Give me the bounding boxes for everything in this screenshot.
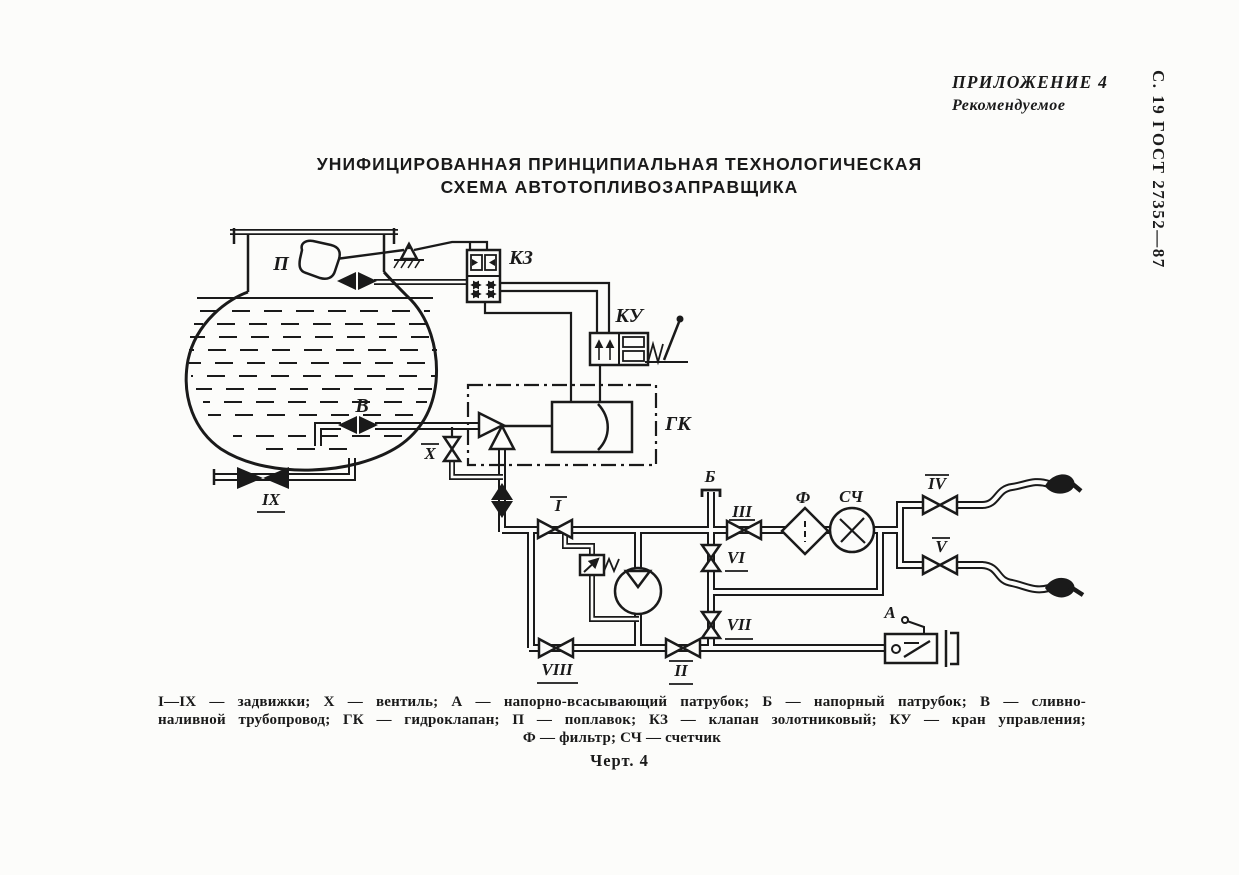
valve-II xyxy=(664,636,702,660)
control-crane-ku xyxy=(588,315,688,367)
page-title: УНИФИЦИРОВАННАЯ ПРИНЦИПИАЛЬНАЯ ТЕХНОЛОГИ… xyxy=(0,153,1239,199)
nozzle-top-tip xyxy=(1067,479,1083,493)
port-lever xyxy=(906,620,925,634)
label-port-a: А xyxy=(883,603,895,622)
hydro-valve-box-gk xyxy=(466,383,658,467)
check-valve-icon xyxy=(487,423,517,451)
label-valve-vi: VI xyxy=(727,548,746,567)
label-valve-ii: II xyxy=(673,661,689,680)
tank xyxy=(184,228,439,472)
liquid-level xyxy=(189,296,437,451)
port-cap-bracket xyxy=(950,631,960,666)
dispensing-nozzles xyxy=(1045,474,1085,598)
vent-valve-x xyxy=(441,435,463,463)
pressure-port-b xyxy=(700,488,722,497)
appendix-block: ПРИЛОЖЕНИЕ 4 Рекомендуемое xyxy=(952,72,1152,115)
valve-VI xyxy=(699,543,723,573)
pivot-pin-icon xyxy=(406,244,412,250)
float-lever xyxy=(335,248,405,261)
flow-arrow-icon xyxy=(337,272,356,290)
filter-f xyxy=(780,506,830,556)
legend-line1: I—IX — задвижки; Х — вентиль; А — напорн… xyxy=(158,694,1086,710)
check-valve-icon xyxy=(477,410,506,440)
gate-valves xyxy=(536,493,959,660)
pump-triangle-icon xyxy=(623,569,653,590)
label-drain-fill: В xyxy=(354,395,368,417)
flow-arrow-icon xyxy=(359,416,378,434)
nozzle-bottom-tip xyxy=(1067,584,1085,597)
suction-port-a xyxy=(883,616,960,667)
tank-body xyxy=(184,271,439,472)
lever-handle-icon xyxy=(662,321,681,361)
label-counter: СЧ xyxy=(839,487,864,506)
flow-arrow-icon xyxy=(358,272,377,290)
label-kz: КЗ xyxy=(508,247,533,269)
label-gk: ГК xyxy=(664,413,692,435)
flow-arrow-icon xyxy=(338,416,357,434)
label-valve-vii: VII xyxy=(727,615,753,634)
process-schematic: П В X IX КЗ КУ ГК Б I III Ф СЧ IV V VI V… xyxy=(184,228,1085,685)
nozzle-bottom-icon xyxy=(1045,577,1075,598)
port-lever-knob-icon xyxy=(901,616,909,624)
figure-caption: Черт. 4 xyxy=(590,751,649,770)
tank-drain-valve-ix xyxy=(212,467,289,489)
spring-icon xyxy=(647,340,664,366)
label-valve-viii: VIII xyxy=(541,660,574,679)
gk-boundary xyxy=(466,383,658,467)
page-title-line1: УНИФИЦИРОВАННАЯ ПРИНЦИПИАЛЬНАЯ ТЕХНОЛОГИ… xyxy=(316,154,923,174)
label-valve-i: I xyxy=(554,496,563,515)
float xyxy=(298,239,341,280)
label-port-b: Б xyxy=(704,467,716,486)
page-title-line2: СХЕМА АВТОТОПЛИВОЗАПРАВЩИКА xyxy=(440,177,799,197)
float-mechanism xyxy=(298,239,489,280)
flow-arrow-icon xyxy=(491,483,513,500)
valve-VII xyxy=(699,610,723,640)
spool-valve-kz xyxy=(465,248,502,304)
control-lines xyxy=(450,281,611,438)
lever-knob-icon xyxy=(676,315,684,323)
valve-III xyxy=(725,518,763,542)
appendix-title: ПРИЛОЖЕНИЕ 4 xyxy=(952,72,1109,92)
label-valve-iv: IV xyxy=(927,474,948,493)
valve-V xyxy=(921,553,959,577)
flow-counter-sch xyxy=(828,506,876,554)
pump-unit xyxy=(578,553,663,616)
label-float: П xyxy=(272,253,290,275)
label-valve-iii: III xyxy=(731,502,753,521)
label-filter: Ф xyxy=(796,488,811,507)
valve-IV xyxy=(921,493,959,517)
figure-legend: I—IX — задвижки; Х — вентиль; А — напорн… xyxy=(158,694,1086,748)
relief-arrow-icon xyxy=(583,557,600,573)
label-valve-v: V xyxy=(935,537,948,556)
flow-arrow-icon xyxy=(491,501,513,518)
legend-line2: наливной трубопровод; ГК — гидроклапан; … xyxy=(158,711,1086,728)
pump xyxy=(613,566,663,616)
label-valve-ix: IX xyxy=(261,490,281,509)
appendix-subtitle: Рекомендуемое xyxy=(952,97,1066,114)
flow-arrows xyxy=(337,272,513,518)
pivot-hatching xyxy=(393,259,421,269)
label-ku: КУ xyxy=(614,305,644,327)
nozzle-top-icon xyxy=(1045,474,1075,494)
diagram-labels: П В X IX КЗ КУ ГК Б I III Ф СЧ IV V VI V… xyxy=(257,247,950,685)
valve-VIII xyxy=(537,636,575,660)
diaphragm-icon xyxy=(597,403,609,451)
legend-line3: Ф — фильтр; СЧ — счетчик xyxy=(522,730,722,746)
diaphragm-chamber xyxy=(550,400,634,454)
valve-I xyxy=(536,517,574,541)
label-valve-x: X xyxy=(423,444,436,463)
spring-icon xyxy=(603,556,620,574)
